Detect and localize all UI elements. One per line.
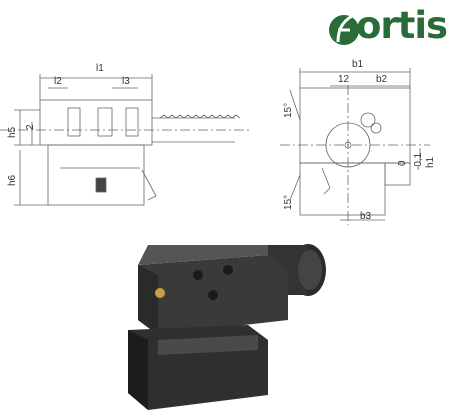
dim-zero-one: -0,1 [413, 152, 424, 170]
dim-twelve: 12 [338, 74, 350, 85]
dim-b2: b2 [376, 74, 388, 85]
dim-l2: l2 [54, 76, 62, 87]
dim-h1: h1 [425, 156, 436, 168]
dim-b1: b1 [352, 59, 364, 70]
fortis-logo [328, 6, 444, 50]
dim-b3: b3 [360, 211, 372, 222]
holder-body-front [299, 87, 411, 164]
dim-zero: 0 [397, 160, 408, 166]
dim-two: 2 [25, 124, 36, 130]
dim-h5: h5 [7, 126, 18, 138]
holder-base-side [47, 144, 145, 206]
dim-fifteen-a: 15° [283, 102, 294, 118]
technical-drawing [0, 68, 430, 225]
dim-l3: l3 [122, 76, 130, 87]
dim-h6: h6 [7, 174, 18, 186]
dim-fifteen-b: 15° [283, 194, 294, 210]
brand-wordmark: ortis [356, 4, 448, 47]
dim-l1: l1 [96, 63, 104, 74]
holder-base-front [299, 162, 386, 216]
product-photo [128, 244, 326, 410]
holder-body-side [39, 99, 153, 146]
